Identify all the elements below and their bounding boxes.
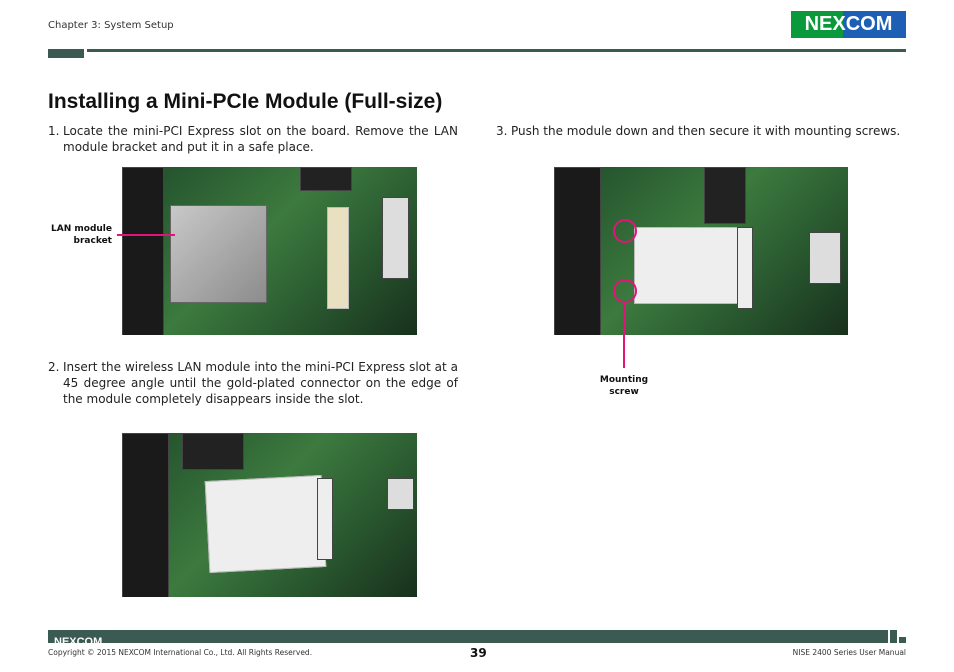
header-block <box>48 49 84 58</box>
photo-lan-bracket <box>122 167 417 335</box>
callout-lan-bracket: LAN module bracket <box>51 224 112 246</box>
header-divider <box>87 49 906 52</box>
photo-insert-module <box>122 433 417 597</box>
copyright: Copyright © 2015 NEXCOM International Co… <box>48 648 313 657</box>
photo-secured-module <box>554 167 848 335</box>
screw-highlight-bottom <box>613 279 637 303</box>
step-3: 3.Push the module down and then secure i… <box>496 124 901 138</box>
chapter-header: Chapter 3: System Setup <box>48 20 174 31</box>
screw-highlight-top <box>613 219 637 243</box>
footer-square <box>890 630 897 643</box>
nexcom-logo: NEXCOM <box>791 11 906 38</box>
step-2: 2.Insert the wireless LAN module into th… <box>48 360 458 406</box>
step-1: 1.Locate the mini-PCI Express slot on th… <box>48 124 458 154</box>
callout-line <box>623 303 625 368</box>
footer-square <box>899 637 906 643</box>
footer-logo: NEXCOM <box>54 636 103 648</box>
callout-mounting-screw: Mounting screw <box>599 375 649 397</box>
callout-line <box>117 234 175 236</box>
page-title: Installing a Mini-PCIe Module (Full-size… <box>48 90 443 113</box>
page-number: 39 <box>470 646 487 660</box>
manual-name: NISE 2400 Series User Manual <box>792 648 906 657</box>
footer-bar: NEXCOM <box>48 630 888 648</box>
